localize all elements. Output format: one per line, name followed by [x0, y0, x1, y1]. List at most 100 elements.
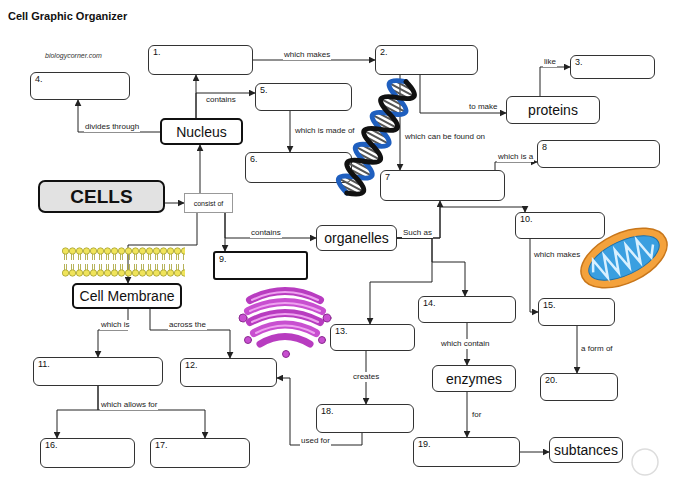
- callout-number: 3.: [575, 57, 583, 68]
- answer-box: 1.: [148, 45, 253, 75]
- callout-number: 2.: [380, 47, 388, 58]
- edge-label: a form of: [580, 344, 614, 354]
- answer-box: 6.: [245, 152, 352, 183]
- answer-box: 2.: [375, 45, 478, 75]
- edge-label: which makes: [533, 250, 581, 260]
- edge-label: for: [471, 410, 482, 420]
- concept-box: organelles: [316, 225, 397, 251]
- answer-box: 3.: [570, 55, 655, 79]
- answer-box: 14.: [418, 296, 516, 323]
- answer-box: 9.: [213, 251, 308, 280]
- edge-label: which allows for: [100, 400, 158, 410]
- answer-box: 19.: [413, 437, 520, 467]
- answer-box: 11.: [33, 357, 163, 386]
- answer-box: 15.: [538, 298, 615, 326]
- connector-arrow: [98, 386, 205, 438]
- connector-arrow: [420, 75, 506, 113]
- concept-box: proteins: [506, 96, 600, 124]
- answer-box: 13.: [330, 324, 415, 351]
- concept-box: Cell Membrane: [72, 283, 182, 309]
- node-label: Cell Membrane: [80, 288, 175, 304]
- golgi-cisterna: [250, 291, 320, 300]
- golgi-cisterna: [250, 313, 320, 322]
- edge-label: creates: [352, 372, 380, 382]
- connector-arrow: [98, 309, 128, 357]
- concept-box: enzymes: [432, 365, 516, 392]
- vesicle: [319, 337, 326, 344]
- node-label: enzymes: [446, 371, 502, 387]
- edge-label: which can be found on: [404, 132, 486, 142]
- connector-arrow: [57, 386, 98, 438]
- answer-box: 7: [380, 170, 505, 201]
- golgi-cisterna: [248, 302, 322, 311]
- node-label: Nucleus: [176, 124, 227, 140]
- connector-arrow: [397, 238, 465, 296]
- connector-arrow: [520, 452, 549, 453]
- answer-box: 17.: [150, 438, 250, 468]
- edge-label: which makes: [283, 50, 331, 60]
- callout-number: 11.: [38, 359, 50, 370]
- connector-arrow: [165, 203, 184, 204]
- node-label: proteins: [528, 102, 578, 118]
- connector-arrow: [78, 100, 160, 132]
- connector-arrow: [290, 111, 291, 152]
- callout-number: 20.: [545, 375, 558, 386]
- edge-label: to make: [468, 102, 498, 112]
- golgi-cisterna: [254, 325, 316, 334]
- edge-label: used for: [300, 436, 331, 446]
- diagram-title: Cell Graphic Organizer: [8, 10, 127, 22]
- connector-arrow: [495, 162, 537, 170]
- connector-arrow: [467, 392, 468, 437]
- answer-box: 5.: [255, 83, 352, 111]
- node-label: consist of: [194, 200, 224, 207]
- callout-number: 13.: [335, 326, 348, 337]
- connector-arrow: [128, 213, 197, 283]
- vesicle: [323, 314, 331, 322]
- membrane-bilayer: [62, 247, 185, 277]
- callout-number: 18.: [321, 406, 334, 417]
- connector-arrow: [577, 326, 578, 373]
- connector-arrow: [540, 67, 570, 96]
- watermark: biologycorner.com: [45, 52, 102, 59]
- answer-box: 8: [537, 140, 660, 168]
- concept-box: Nucleus: [160, 118, 243, 145]
- golgi-highlight: [250, 292, 320, 333]
- edge-label: Such as: [402, 228, 433, 238]
- answer-box: 12.: [180, 358, 277, 387]
- vesicle: [283, 351, 290, 358]
- edge-label: which is: [100, 320, 130, 330]
- edge-label: like: [543, 57, 557, 67]
- connector-arrow: [200, 145, 201, 193]
- concept-box: subtances: [549, 437, 623, 463]
- connector-arrow: [150, 309, 230, 358]
- connector-arrow: [397, 207, 525, 238]
- callout-number: 5.: [260, 85, 268, 96]
- node-label: organelles: [324, 230, 389, 246]
- connector-box: consist of: [184, 193, 233, 213]
- callout-number: 19.: [418, 439, 431, 450]
- callout-number: 12.: [185, 360, 198, 371]
- connector-arrow: [196, 93, 255, 118]
- callout-number: 6.: [250, 154, 258, 165]
- connector-arrow: [397, 201, 440, 238]
- callout-number: 1.: [153, 47, 161, 58]
- connector-arrow: [225, 213, 316, 238]
- callout-number: 10.: [520, 214, 533, 225]
- vesicle: [245, 337, 252, 344]
- node-label: CELLS: [70, 186, 132, 208]
- ui-circle: [632, 449, 658, 475]
- cristae: [589, 235, 658, 283]
- answer-box: 18.: [316, 404, 414, 433]
- connector-arrow: [400, 75, 401, 170]
- callout-number: 16.: [45, 440, 58, 451]
- answer-box: 4.: [30, 72, 130, 100]
- vesicle: [239, 314, 247, 322]
- main-concept-box: CELLS: [38, 180, 165, 213]
- callout-number: 14.: [423, 298, 436, 309]
- node-label: subtances: [554, 442, 618, 458]
- edge-label: divides through: [84, 122, 140, 132]
- answer-box: 10.: [515, 212, 605, 239]
- edge-label: across the: [168, 320, 207, 330]
- golgi-body: [239, 291, 331, 358]
